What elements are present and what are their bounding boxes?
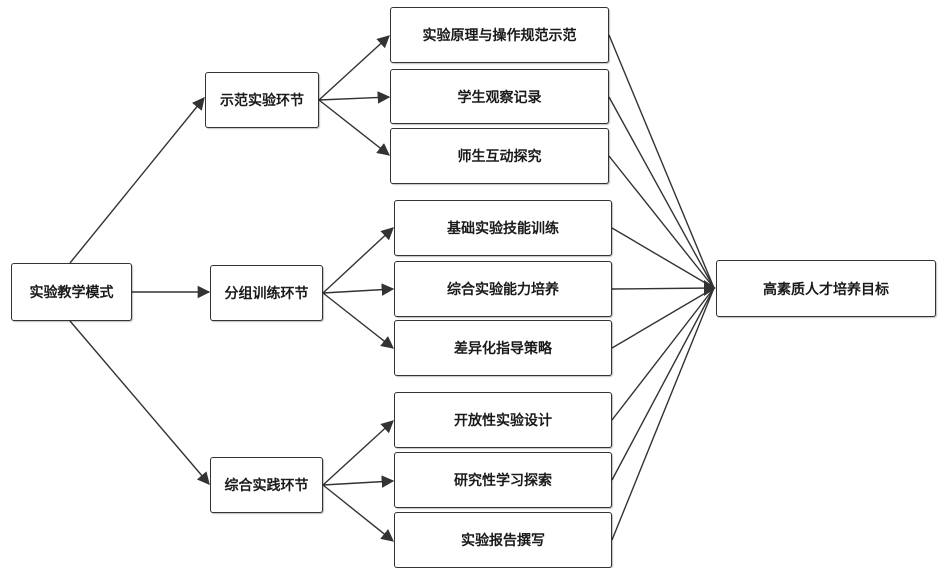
root-node: 实验教学模式 xyxy=(11,263,132,321)
edge-item-goal xyxy=(611,287,715,481)
item-node: 开放性实验设计 xyxy=(394,392,612,448)
edge-practice-item xyxy=(322,475,395,488)
item-node: 差异化指导策略 xyxy=(394,320,612,376)
item-node: 实验原理与操作规范示范 xyxy=(390,7,609,63)
item-node: 学生观察记录 xyxy=(390,69,609,124)
item-node: 基础实验技能训练 xyxy=(394,200,612,256)
edge-root-demo xyxy=(69,97,205,264)
edge-item-goal xyxy=(611,287,715,349)
edge-group-item xyxy=(322,227,394,294)
edge-practice-item xyxy=(322,420,394,486)
edge-demo-item xyxy=(318,35,390,101)
edge-item-goal xyxy=(611,287,715,421)
edge-demo-item xyxy=(318,91,391,104)
stage-node-practice: 综合实践环节 xyxy=(210,457,323,513)
goal-node: 高素质人才培养目标 xyxy=(716,260,936,317)
item-node: 综合实验能力培养 xyxy=(394,261,612,317)
item-node: 师生互动探究 xyxy=(390,128,609,184)
edge-item-goal xyxy=(611,287,715,290)
edge-item-goal xyxy=(608,96,715,289)
stage-node-group: 分组训练环节 xyxy=(210,265,323,321)
edge-item-goal xyxy=(608,34,715,289)
converge-arrowhead xyxy=(704,280,716,296)
stage-node-demo: 示范实验环节 xyxy=(205,72,319,128)
item-node: 研究性学习探索 xyxy=(394,452,612,508)
edge-demo-item xyxy=(318,99,390,156)
edge-root-practice xyxy=(69,320,210,485)
edge-item-goal xyxy=(608,155,715,289)
edge-group-item xyxy=(322,292,394,349)
edge-item-goal xyxy=(611,287,715,541)
edge-item-goal xyxy=(611,227,715,289)
item-node: 实验报告撰写 xyxy=(394,512,612,568)
edge-practice-item xyxy=(322,484,394,542)
edge-group-item xyxy=(322,283,395,296)
